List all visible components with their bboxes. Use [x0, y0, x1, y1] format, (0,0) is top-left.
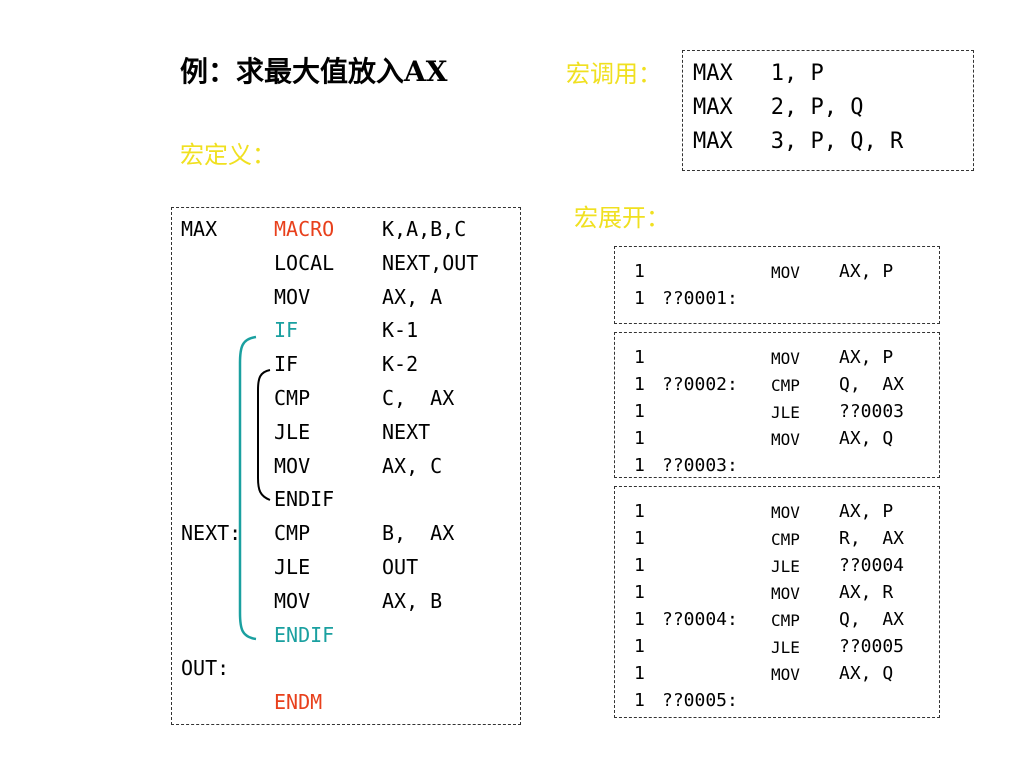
- def-op: JLE: [274, 555, 311, 579]
- exp-operand: AX, R: [839, 582, 894, 603]
- def-operand: NEXT: [382, 419, 431, 444]
- exp-level: 1: [634, 690, 645, 711]
- exp-op: MOV: [771, 665, 800, 684]
- def-op: MOV: [274, 284, 311, 309]
- exp-operand: Q, AX: [839, 374, 905, 395]
- def-op: IF: [274, 352, 299, 377]
- exp-level: 1: [634, 582, 645, 603]
- def-op: MOV: [274, 588, 311, 613]
- def-operand: K-1: [382, 318, 419, 343]
- exp-level: 1: [634, 374, 645, 395]
- def-operand: OUT: [382, 555, 419, 579]
- exp-label: ??0001:: [662, 288, 738, 309]
- exp-label: ??0003:: [662, 455, 738, 476]
- exp-operand: AX, P: [839, 261, 894, 282]
- exp-level: 1: [634, 609, 645, 630]
- exp-operand: ??0003: [839, 401, 905, 422]
- outer-if-bracket: [238, 335, 257, 641]
- exp-level: 1: [634, 501, 645, 522]
- inner-if-bracket: [257, 369, 271, 501]
- exp-label: ??0005:: [662, 690, 738, 711]
- exp-operand: AX, Q: [839, 428, 894, 449]
- call-label: 宏调用：: [566, 60, 662, 88]
- def-label: MAX: [181, 217, 218, 241]
- exp-operand: AX, P: [839, 347, 894, 368]
- exp-level: 1: [634, 428, 645, 449]
- def-operand: AX, C: [382, 453, 443, 478]
- expansion-label: 宏展开：: [574, 204, 670, 232]
- exp-op: JLE: [771, 557, 800, 576]
- exp-op: MOV: [771, 584, 800, 603]
- exp-operand: R, AX: [839, 528, 905, 549]
- def-op: LOCAL: [274, 250, 335, 275]
- def-label: OUT:: [181, 656, 230, 681]
- def-operand: AX, B: [382, 588, 443, 613]
- page-title: 例：求最大值放入AX: [180, 55, 448, 88]
- exp-operand: ??0004: [839, 555, 905, 576]
- exp-level: 1: [634, 455, 645, 476]
- exp-op: MOV: [771, 430, 800, 449]
- exp-label: ??0004:: [662, 609, 738, 630]
- def-operand: B, AX: [382, 521, 455, 546]
- exp-level: 1: [634, 288, 645, 309]
- def-op: MOV: [274, 453, 311, 478]
- def-op: JLE: [274, 419, 311, 444]
- exp-op: CMP: [771, 376, 800, 395]
- def-operand: K-2: [382, 352, 419, 377]
- exp-operand: ??0005: [839, 636, 905, 657]
- exp-level: 1: [634, 636, 645, 657]
- def-operand: AX, A: [382, 284, 443, 309]
- def-op: IF: [274, 318, 299, 343]
- def-op: CMP: [274, 386, 311, 410]
- macro-definition-box: MAX MACRO K,A,B,C LOCAL NEXT,OUT MOV AX, A IF K-…: [171, 207, 521, 725]
- exp-level: 1: [634, 401, 645, 422]
- exp-label: ??0002:: [662, 374, 738, 395]
- exp-level: 1: [634, 528, 645, 549]
- exp-level: 1: [634, 261, 645, 282]
- def-operand: C, AX: [382, 386, 455, 410]
- def-op: CMP: [274, 521, 311, 546]
- exp-level: 1: [634, 663, 645, 684]
- def-op: ENDM: [274, 690, 323, 715]
- exp-operand: AX, P: [839, 501, 894, 522]
- definition-label: 宏定义：: [180, 141, 276, 169]
- exp-op: MOV: [771, 263, 800, 282]
- exp-operand: AX, Q: [839, 663, 894, 684]
- exp-level: 1: [634, 347, 645, 368]
- def-op: ENDIF: [274, 622, 335, 647]
- def-op: ENDIF: [274, 487, 335, 512]
- exp-op: CMP: [771, 611, 800, 630]
- exp-operand: Q, AX: [839, 609, 905, 630]
- def-label: NEXT:: [181, 521, 242, 546]
- def-op: MACRO: [274, 217, 335, 241]
- def-operand: NEXT,OUT: [382, 250, 479, 275]
- def-operand: K,A,B,C: [382, 217, 467, 241]
- exp-op: MOV: [771, 349, 800, 368]
- exp-op: JLE: [771, 403, 800, 422]
- expansion-box-1: 1 MOV AX, P 1 ??0001:: [614, 246, 940, 324]
- exp-level: 1: [634, 555, 645, 576]
- exp-op: MOV: [771, 503, 800, 522]
- exp-op: JLE: [771, 638, 800, 657]
- exp-op: CMP: [771, 530, 800, 549]
